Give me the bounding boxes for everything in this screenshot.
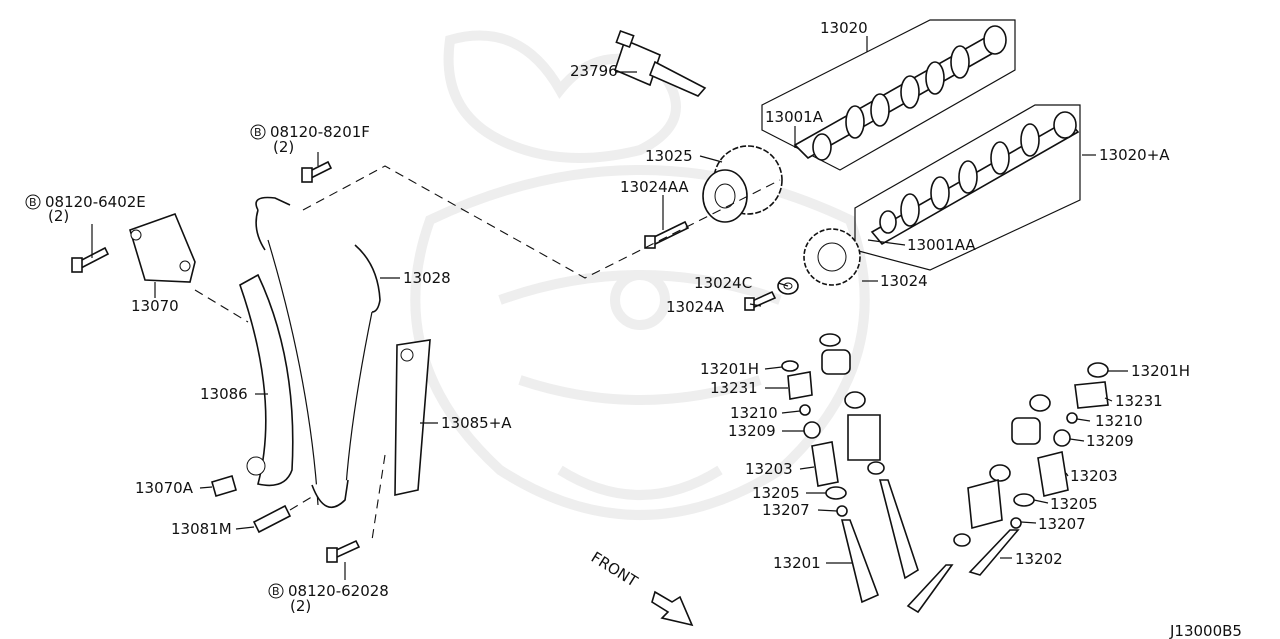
part-labels: 13020 23796 13001A 13020+A 13025 13024AA… <box>25 19 1242 639</box>
label-13020-a: 13020+A <box>1099 146 1170 164</box>
label-13070: 13070 <box>131 297 179 315</box>
label-13202: 13202 <box>1015 550 1063 568</box>
label-08120-8201f: 08120-8201F <box>270 123 370 141</box>
label-13028: 13028 <box>403 269 451 287</box>
label-13209-right: 13209 <box>1086 432 1134 450</box>
label-08120-6402e-qty: (2) <box>48 207 69 225</box>
chain-tensioner-13070 <box>129 212 249 323</box>
bolt-08120-62028 <box>326 539 361 563</box>
label-13020: 13020 <box>820 19 868 37</box>
label-13209-left: 13209 <box>728 422 776 440</box>
label-13024aa: 13024AA <box>620 178 689 196</box>
label-13085-a: 13085+A <box>441 414 512 432</box>
label-13201h-left: 13201H <box>700 360 759 378</box>
label-23796: 23796 <box>570 62 618 80</box>
label-13207-left: 13207 <box>762 501 810 519</box>
intake-sprocket-13025 <box>702 145 783 223</box>
b-marker-text: B <box>29 196 37 209</box>
valve-train-left <box>781 333 919 604</box>
chain-guide-13086 <box>239 273 294 487</box>
timing-chain-13028 <box>255 165 781 509</box>
front-arrow-icon <box>651 590 694 627</box>
samurai-watermark <box>410 30 870 520</box>
bolt-08120-8201f <box>301 160 333 183</box>
cam-position-solenoid <box>614 29 707 97</box>
label-13210-right: 13210 <box>1095 412 1143 430</box>
label-08120-62028-qty: (2) <box>290 597 311 615</box>
label-13081m: 13081M <box>171 520 232 538</box>
label-13024a: 13024A <box>666 298 725 316</box>
label-13070a: 13070A <box>135 479 194 497</box>
label-13203-left: 13203 <box>745 460 793 478</box>
b-marker-icon <box>268 583 284 599</box>
label-13207-right: 13207 <box>1038 515 1086 533</box>
label-13024c: 13024C <box>694 274 752 292</box>
bolt-13024a <box>744 290 777 311</box>
label-13201: 13201 <box>773 554 821 572</box>
label-13205-left: 13205 <box>752 484 800 502</box>
stud-13081m <box>252 494 316 534</box>
exhaust-sprocket-13024 <box>803 228 861 286</box>
tensioner-plunger-13070a <box>211 475 237 497</box>
bolt-08120-6402e <box>71 246 110 273</box>
camshaft-13020-a <box>854 104 1081 271</box>
label-13025: 13025 <box>645 147 693 165</box>
b-marker-icon <box>250 124 266 140</box>
b-marker-text: B <box>254 126 262 139</box>
front-label: FRONT <box>588 548 642 591</box>
label-13001aa: 13001AA <box>907 236 976 254</box>
valve-train-right <box>906 362 1109 614</box>
label-13231-right: 13231 <box>1115 392 1163 410</box>
camshaft-13020 <box>761 19 1016 171</box>
label-13205-right: 13205 <box>1050 495 1098 513</box>
slack-guide-13085-a <box>371 339 431 541</box>
label-08120-62028: 08120-62028 <box>288 582 389 600</box>
label-08120-6402e: 08120-6402E <box>45 193 146 211</box>
label-08120-8201f-qty: (2) <box>273 138 294 156</box>
b-marker-text: B <box>272 585 280 598</box>
label-13201h-right: 13201H <box>1131 362 1190 380</box>
label-13001a: 13001A <box>765 108 824 126</box>
label-13210-left: 13210 <box>730 404 778 422</box>
bolt-13024aa <box>644 220 690 249</box>
leader-lines <box>91 36 1128 580</box>
label-13203-right: 13203 <box>1070 467 1118 485</box>
label-13231-left: 13231 <box>710 379 758 397</box>
label-13024: 13024 <box>880 272 928 290</box>
diagram-code: J13000B5 <box>1169 622 1242 639</box>
label-13086: 13086 <box>200 385 248 403</box>
b-marker-icon <box>25 194 41 210</box>
